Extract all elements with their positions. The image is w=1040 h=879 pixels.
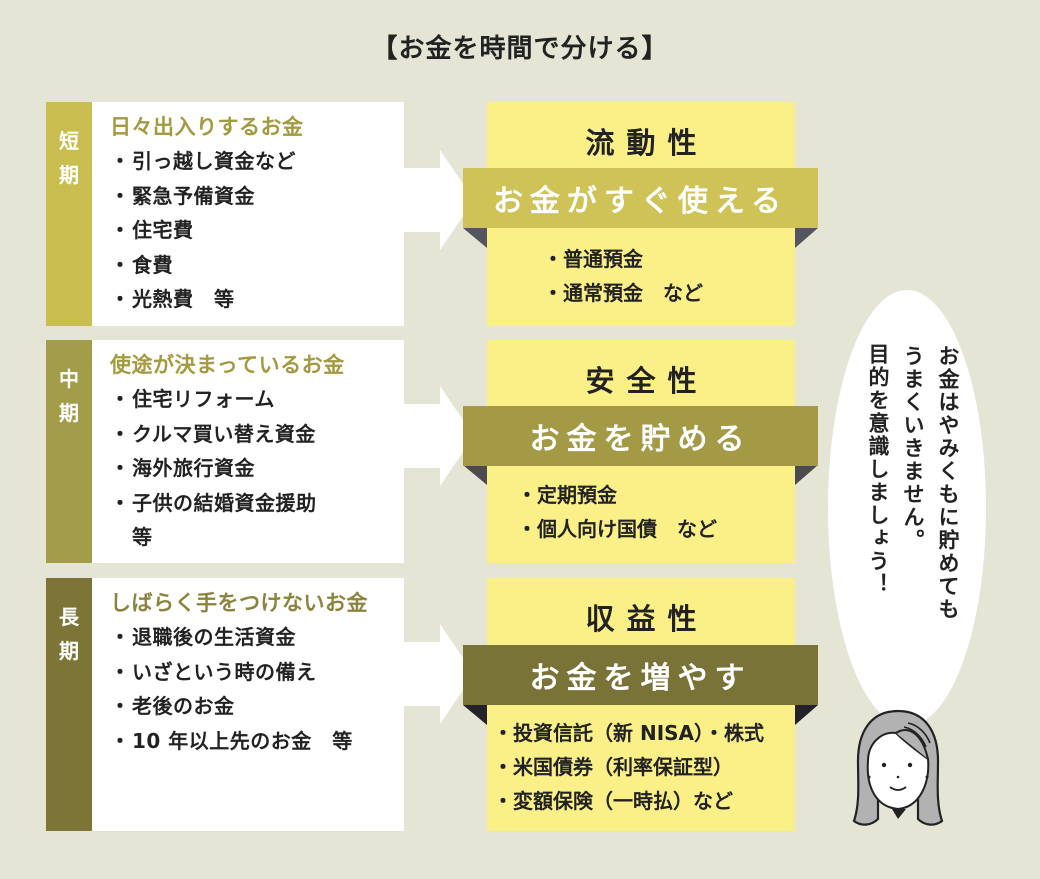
short-term-panel: 日々出入りするお金 ・引っ越し資金など ・緊急予備資金 ・住宅費 ・食費 ・光熱… [92,102,404,326]
mid-term-panel: 使途が決まっているお金 ・住宅リフォーム ・クルマ買い替え資金 ・海外旅行資金 … [92,340,404,563]
list-item: ・子供の結婚資金援助 [110,490,317,515]
list-item: ・老後のお金 [110,694,235,718]
list-item: 等 [132,525,153,549]
property-label: 流動性 [585,126,709,160]
term-char: 長 [59,605,79,629]
arrow-right-icon [404,386,474,486]
examples-list: ・普通預金 ・通常預金 など [543,242,703,310]
short-term-heading: 日々出入りするお金 [110,115,304,139]
term-char: 期 [59,639,79,663]
ribbon-fold-left [463,465,487,485]
list-item: ・いざという時の備え [110,659,317,684]
list-item: ・通常預金 など [543,281,703,305]
list-item: ・退職後の生活資金 [110,625,296,649]
long-term-row: 長 期 しばらく手をつけないお金 ・退職後の生活資金 ・いざという時の備え ・老… [46,578,404,831]
long-term-panel: しばらく手をつけないお金 ・退職後の生活資金 ・いざという時の備え ・老後のお金… [92,578,404,831]
list-item: ・食費 [110,252,173,277]
examples-list: ・定期預金 ・個人向け国債 など [517,478,717,546]
list-item: ・光熱費 等 [110,287,235,311]
term-char: 中 [59,367,79,391]
mid-term-tab: 中 期 [46,340,92,563]
list-item: ・10 年以上先のお金 等 [110,728,353,753]
term-char: 短 [59,129,79,153]
list-item: ・引っ越し資金など [110,149,296,173]
short-term-tab: 短 期 [46,102,92,326]
speech-bubble [828,290,986,726]
woman-face-icon [852,709,944,826]
property-label: 安全性 [585,364,709,398]
speech-line-2: うまくいきません。 [901,345,925,552]
profitability-ribbon: お金を増やす [463,645,818,705]
speech-line-1: お金はやみくもに貯めても [936,345,960,621]
ribbon-fold-right [795,705,818,725]
arrow-right-icon [404,150,474,250]
list-item: ・定期預金 [517,483,617,507]
short-term-list: ・引っ越し資金など ・緊急予備資金 ・住宅費 ・食費 ・光熱費 等 [110,144,404,317]
long-term-list: ・退職後の生活資金 ・いざという時の備え ・老後のお金 ・10 年以上先のお金 … [110,620,404,758]
list-item: ・米国債券（利率保証型） [493,755,733,779]
term-char: 期 [59,401,79,425]
list-item: ・住宅費 [110,218,194,242]
list-item: ・投資信託（新 NISA）・株式 [493,721,765,745]
diagram-title: 【お金を時間で分ける】 [371,34,669,64]
ribbon-fold-left [463,705,487,725]
mid-term-list: ・住宅リフォーム ・クルマ買い替え資金 ・海外旅行資金 ・子供の結婚資金援助 等 [110,382,404,555]
examples-list: ・投資信託（新 NISA）・株式 ・米国債券（利率保証型） ・変額保険（一時払）… [493,716,764,818]
safety-ribbon: お金を貯める [463,406,818,466]
list-item: ・普通預金 [543,247,643,271]
list-item: ・変額保険（一時払）など [493,789,733,813]
arrow-right-icon [404,624,474,724]
list-item: ・個人向け国債 など [517,517,717,541]
mid-term-heading: 使途が決まっているお金 [110,353,345,377]
short-term-row: 短 期 日々出入りするお金 ・引っ越し資金など ・緊急予備資金 ・住宅費 ・食費… [46,102,404,326]
mid-term-row: 中 期 使途が決まっているお金 ・住宅リフォーム ・クルマ買い替え資金 ・海外旅… [46,340,404,563]
liquidity-ribbon: お金がすぐ使える [463,168,818,228]
list-item: ・クルマ買い替え資金 [110,421,316,446]
property-label: 収益性 [585,602,709,636]
ribbon-fold-right [795,228,818,248]
term-char: 期 [59,163,79,187]
list-item: ・緊急予備資金 [110,183,255,208]
ribbon-fold-left [463,228,487,248]
speech-line-3: 目的を意識しましょう！ [866,343,890,596]
list-item: ・住宅リフォーム [110,387,275,411]
list-item: ・海外旅行資金 [110,456,255,480]
long-term-tab: 長 期 [46,578,92,831]
ribbon-fold-right [795,465,818,485]
long-term-heading: しばらく手をつけないお金 [110,591,368,615]
